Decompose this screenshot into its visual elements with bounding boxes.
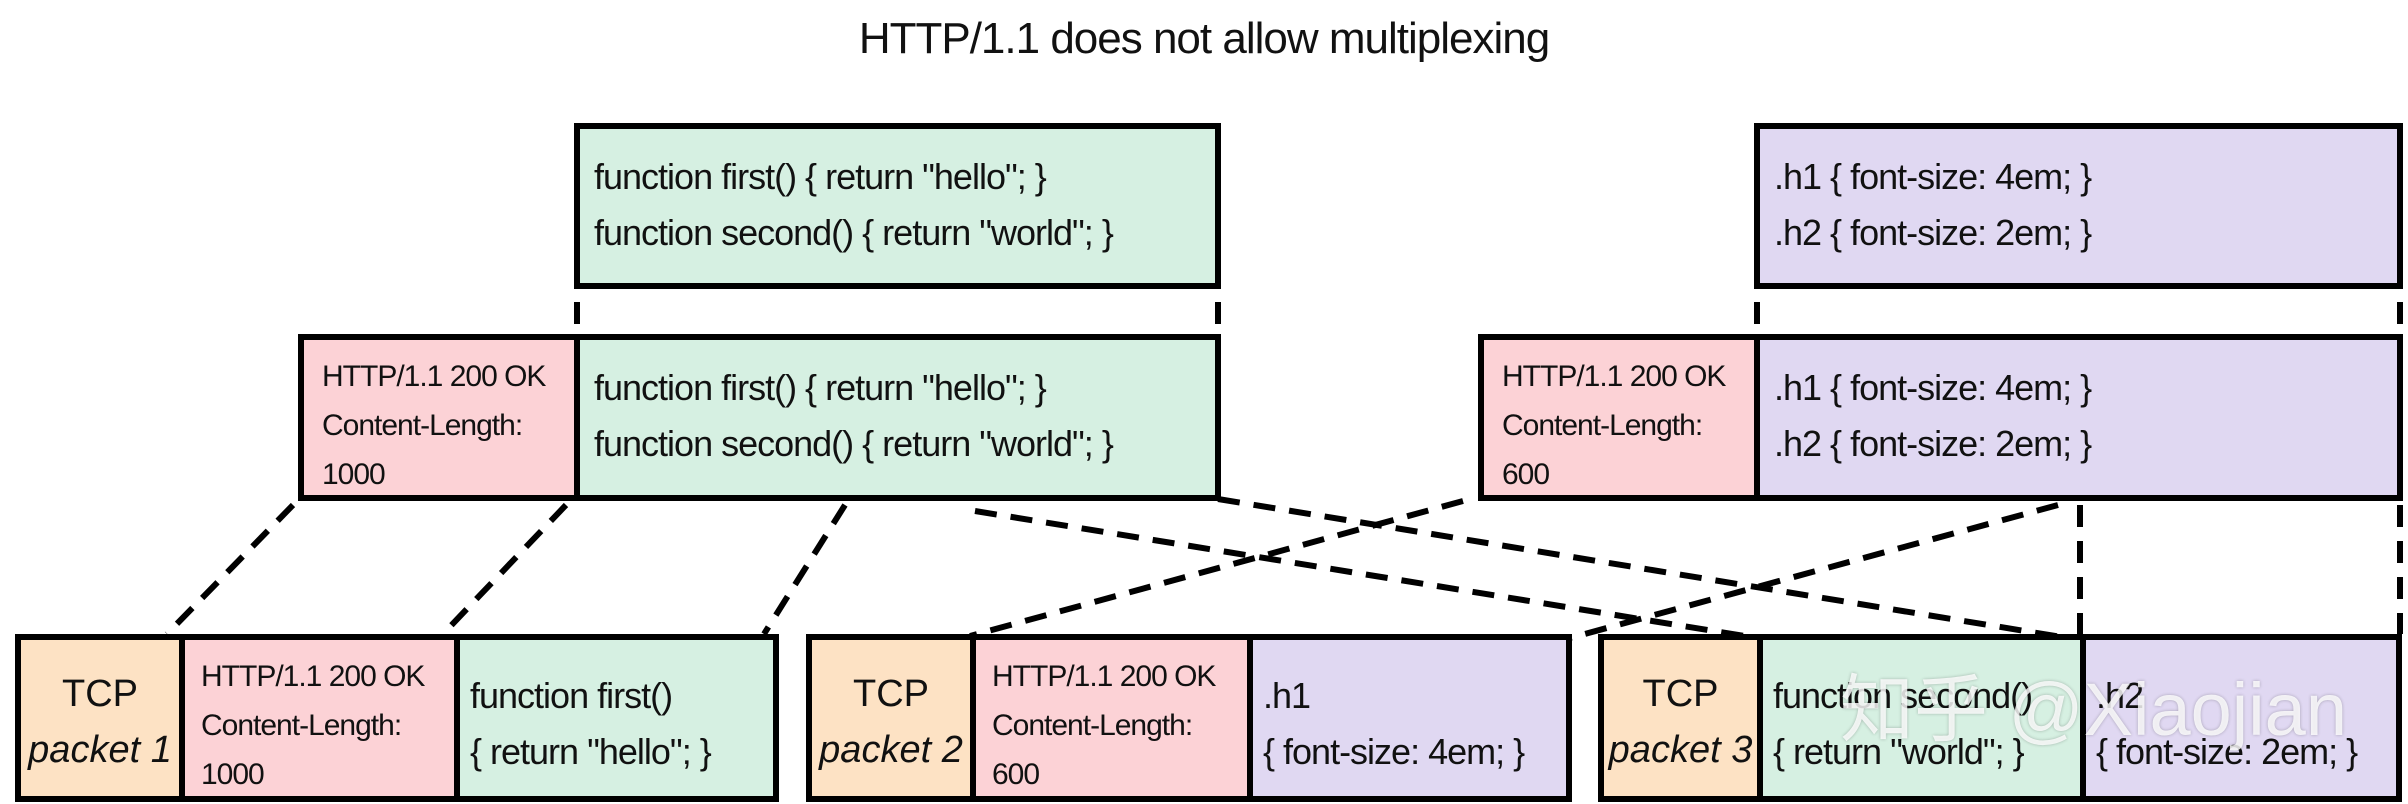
header-line: HTTP/1.1 200 OK xyxy=(201,660,425,693)
packet-number: packet 3 xyxy=(1608,729,1753,771)
connector-js-packet3-b xyxy=(1217,496,2081,643)
header-line: Content-Length: xyxy=(1502,409,1703,442)
tcp-label: TCP xyxy=(62,673,138,715)
connector-js-packet3-a xyxy=(974,508,1758,641)
code-line: { return "hello"; } xyxy=(470,731,712,772)
connector-css-packet2-b xyxy=(1569,502,2059,641)
header-line: 600 xyxy=(992,758,1040,791)
connector-css-packet2-a xyxy=(969,498,1464,639)
code-line: function first() { return "hello"; } xyxy=(594,367,1047,408)
header-line: 1000 xyxy=(201,758,265,791)
code-line: function second() { return "world"; } xyxy=(594,212,1114,253)
header-line: 1000 xyxy=(322,458,386,491)
js-response-header: HTTP/1.1 200 OK Content-Length: 1000 xyxy=(298,334,580,501)
diagram-title: HTTP/1.1 does not allow multiplexing xyxy=(858,14,1550,63)
header-line: HTTP/1.1 200 OK xyxy=(992,660,1216,693)
tcp-packet-1-label: TCP packet 1 xyxy=(15,634,185,802)
header-line: HTTP/1.1 200 OK xyxy=(322,360,546,393)
tcp-packet-2-payload: .h1 { font-size: 4em; } xyxy=(1247,634,1572,802)
tcp-packet-3-label: TCP packet 3 xyxy=(1598,634,1763,802)
tcp-packet-2-header: HTTP/1.1 200 OK Content-Length: 600 xyxy=(970,634,1253,802)
packet-number: packet 1 xyxy=(28,729,172,771)
code-line: function first() xyxy=(470,675,673,716)
header-line: Content-Length: xyxy=(992,709,1193,742)
header-line: Content-Length: xyxy=(322,409,523,442)
js-source-box: function first() { return "hello"; } fun… xyxy=(574,123,1221,289)
code-line: function second() xyxy=(1773,675,2033,716)
tcp-label: TCP xyxy=(853,673,929,715)
tcp-packet-1-payload: function first() { return "hello"; } xyxy=(454,634,779,802)
tcp-packet-2-label: TCP packet 2 xyxy=(806,634,976,802)
packet-number: packet 2 xyxy=(819,729,963,771)
connector-js-packet1-a xyxy=(164,502,296,637)
code-line: .h2 { font-size: 2em; } xyxy=(1774,423,2092,464)
js-response-body: function first() { return "hello"; } fun… xyxy=(574,334,1221,501)
css-response-header: HTTP/1.1 200 OK Content-Length: 600 xyxy=(1478,334,1760,501)
watermark: 知乎 @Xiaojian xyxy=(1840,668,2347,751)
code-line: .h1 xyxy=(1263,675,1311,716)
header-line: Content-Length: xyxy=(201,709,402,742)
connector-js-packet1-c xyxy=(761,503,848,636)
code-line: .h1 { font-size: 4em; } xyxy=(1774,367,2092,408)
code-line: .h2 { font-size: 2em; } xyxy=(1774,212,2092,253)
connector-js-packet1-b xyxy=(440,502,569,637)
code-line: .h1 { font-size: 4em; } xyxy=(1774,156,2092,197)
tcp-packet-3-payload-js: function second() { return "world"; } xyxy=(1757,634,2086,802)
code-line: .h2 xyxy=(2096,675,2144,716)
code-line: function second() { return "world"; } xyxy=(594,423,1114,464)
tcp-label: TCP xyxy=(1642,673,1719,715)
css-source-box: .h1 { font-size: 4em; } .h2 { font-size:… xyxy=(1754,123,2403,289)
code-line: { font-size: 4em; } xyxy=(1263,731,1525,772)
tcp-packet-1-header: HTTP/1.1 200 OK Content-Length: 1000 xyxy=(179,634,460,802)
header-line: HTTP/1.1 200 OK xyxy=(1502,360,1726,393)
header-line: 600 xyxy=(1502,458,1550,491)
code-line: { font-size: 2em; } xyxy=(2096,731,2358,772)
tcp-packet-3-payload-css: .h2 { font-size: 2em; } xyxy=(2080,634,2402,802)
code-line: function first() { return "hello"; } xyxy=(594,156,1047,197)
code-line: { return "world"; } xyxy=(1773,731,2025,772)
css-response-body: .h1 { font-size: 4em; } .h2 { font-size:… xyxy=(1754,334,2403,501)
